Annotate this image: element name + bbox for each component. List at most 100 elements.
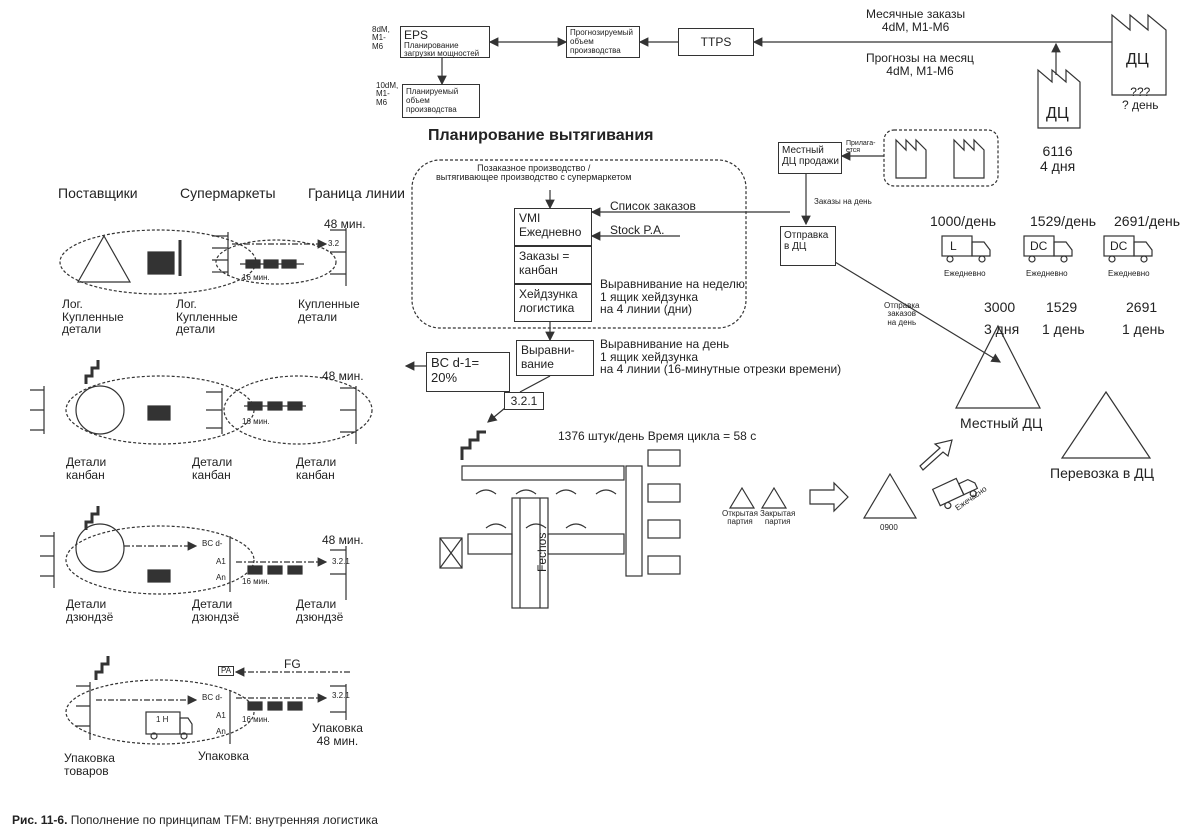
r2-time: 48 мин. xyxy=(322,369,364,383)
r4-16min: 16 мин. xyxy=(242,715,270,724)
code-to-line xyxy=(487,407,506,423)
r1-a: Лог. Купленные детали xyxy=(62,297,124,337)
batch-arrow xyxy=(809,481,849,513)
fechos-label: Fechos xyxy=(535,532,549,572)
truck2-days: 1 день xyxy=(1042,321,1085,337)
r1-time: 48 мин. xyxy=(324,217,366,231)
truck3-days: 1 день xyxy=(1122,321,1165,337)
cloud-text: Позаказное производство / вытягивающее п… xyxy=(436,163,632,183)
r2-16min: 16 мин. xyxy=(242,417,270,426)
truck-1 xyxy=(941,235,991,263)
r4-truck: 1 H xyxy=(156,715,169,724)
dc-question: ??? ? день xyxy=(1122,85,1159,112)
dc-mid-label: ДЦ xyxy=(1046,105,1069,122)
r4-pa: PA xyxy=(218,666,235,677)
monthly-orders: Месячные заказы 4dM, M1-M6 xyxy=(866,7,966,34)
r2-b: Детали канбан xyxy=(192,455,233,482)
orders-per-day: Заказы на день xyxy=(814,197,872,206)
truck1-freq: Ежедневно xyxy=(944,269,986,278)
r2-c: Детали канбан xyxy=(296,455,337,482)
forecast-box[interactable]: Прогнозируемый объем производства xyxy=(566,26,640,58)
eps-left-label: 8dM, M1- M6 xyxy=(372,25,390,51)
closed-batch: Закрытая партия xyxy=(760,509,796,527)
truck3-letter: DC xyxy=(1110,239,1128,253)
r1-c: Купленные детали xyxy=(298,297,360,324)
pull-title: Планирование вытягивания xyxy=(428,127,654,144)
ship-to-local-dc xyxy=(834,261,1002,363)
caption-bold: Рис. 11-6. xyxy=(12,813,68,827)
truck-2 xyxy=(1023,235,1073,263)
truck1-stock: 3000 xyxy=(984,299,1016,315)
up-arrow-dc xyxy=(919,439,953,471)
eps-subtitle: Планирование загрузки мощностей xyxy=(404,41,480,58)
order-list: Список заказов xyxy=(610,199,696,213)
r4-c: Упаковка 48 мин. xyxy=(312,721,363,748)
cycle-text: 1376 штук/день Время цикла = 58 с xyxy=(558,429,757,443)
r3-an: An xyxy=(216,573,226,582)
heijunka-box[interactable]: Хейдзунка логистика xyxy=(514,284,592,322)
attached-cloud xyxy=(883,129,999,187)
open-batch: Открытая партия xyxy=(722,509,758,527)
dc-mid-value: 6116 4 дня xyxy=(1040,143,1076,174)
r4-fg: FG xyxy=(284,657,301,671)
r1-b: Лог. Купленные детали xyxy=(176,297,238,337)
code-0900: 0900 xyxy=(880,523,898,532)
truck3-rate: 2691/день xyxy=(1114,213,1181,229)
local-dc-sales-box[interactable]: Местный ДЦ продажи xyxy=(778,142,842,174)
r3-16min: 16 мин. xyxy=(242,577,270,586)
r4-code: 3.2.1 xyxy=(332,691,350,700)
bc-box[interactable]: BC d-1= 20% xyxy=(426,352,510,392)
attached-label: Прилага- ется xyxy=(846,140,876,155)
r3-code: 3.2.1 xyxy=(332,557,350,566)
border-heading: Граница линии xyxy=(308,185,405,201)
leveling-box[interactable]: Выравни- вание xyxy=(516,340,594,376)
vmi-box[interactable]: VMI Ежедневно xyxy=(514,208,592,246)
truck1-letter: L xyxy=(950,239,957,253)
r3-b: Детали дзюндзё xyxy=(192,597,240,624)
truck1-rate: 1000/день xyxy=(930,213,997,229)
batch-0900-triangle xyxy=(862,472,918,519)
code-box[interactable]: 3.2.1 xyxy=(504,392,544,410)
caption-text: Пополнение по принципам TFM: внутренняя … xyxy=(67,813,378,827)
leveling-to-code xyxy=(519,375,551,393)
eps-box[interactable]: EPS Планирование загрузки мощностей xyxy=(400,26,490,58)
day-level: Выравнивание на день 1 ящик хейдзунка на… xyxy=(600,337,842,377)
truck1-days: 3 дня xyxy=(984,321,1020,337)
kanban-orders-box[interactable]: Заказы = канбан xyxy=(514,246,592,284)
ttps-box[interactable]: TTPS xyxy=(678,28,754,56)
ship-orders: Отправка заказов на день xyxy=(884,301,920,327)
transport-dc-triangle xyxy=(1060,390,1152,459)
r2-a: Детали канбан xyxy=(66,455,107,482)
pull-cloud xyxy=(411,159,747,329)
truck2-rate: 1529/день xyxy=(1030,213,1097,229)
truck2-stock: 1529 xyxy=(1046,299,1078,315)
supplier-triangle xyxy=(76,234,132,283)
r3-bc: BC d- xyxy=(202,539,223,548)
kanban-circle xyxy=(75,385,125,435)
r4-bc: BC d- xyxy=(202,693,223,702)
plan-left-label: 10dM, M1- M6 xyxy=(376,81,399,107)
ship-box[interactable]: Отправка в ДЦ xyxy=(780,226,836,266)
truck-3 xyxy=(1103,235,1153,263)
truck-hourly xyxy=(931,477,979,510)
plan-box[interactable]: Планируемый объем производства xyxy=(402,84,480,118)
dc-factory-mid xyxy=(1037,68,1081,129)
r3-c: Детали дзюндзё xyxy=(296,597,344,624)
r4-b: Упаковка xyxy=(198,749,249,763)
r4-a1: A1 xyxy=(216,711,226,720)
line-box-x xyxy=(439,537,463,569)
truck2-freq: Ежедневно xyxy=(1026,269,1068,278)
r1-16min: 16 мин. xyxy=(242,273,270,282)
r4-an: An xyxy=(216,727,226,736)
dc-right-label: ДЦ xyxy=(1126,51,1149,68)
eps-title: EPS xyxy=(404,28,429,42)
r4-a: Упаковка товаров xyxy=(64,751,115,778)
supermarkets-heading: Супермаркеты xyxy=(180,185,276,201)
dc-factory-right xyxy=(1111,13,1167,96)
caption: Рис. 11-6. Пополнение по принципам TFM: … xyxy=(12,814,378,827)
r3-a1: A1 xyxy=(216,557,226,566)
truck2-letter: DC xyxy=(1030,239,1048,253)
r3-a: Детали дзюндзё xyxy=(66,597,114,624)
stock-pa: Stock P.A. xyxy=(610,223,665,237)
